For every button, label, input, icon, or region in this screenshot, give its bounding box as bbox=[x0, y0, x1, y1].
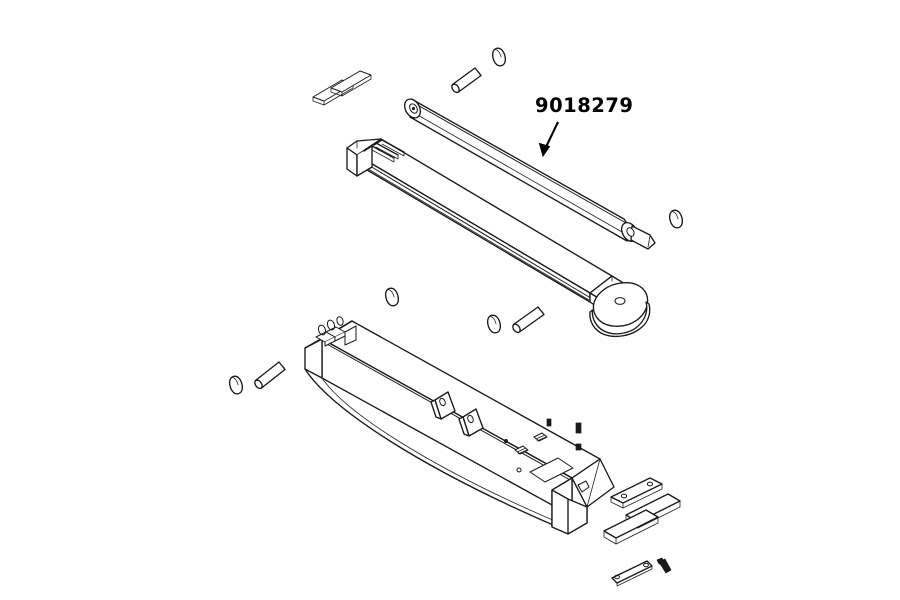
link-strap bbox=[611, 560, 653, 587]
wear-pad-drilled bbox=[610, 477, 663, 509]
mount-hole bbox=[504, 439, 508, 443]
wear-pad bbox=[603, 509, 659, 545]
snap-ring bbox=[668, 209, 684, 229]
gusset-bracket bbox=[458, 408, 484, 437]
mount-hole bbox=[516, 467, 522, 473]
dowel-pin bbox=[254, 361, 286, 390]
small-nut bbox=[575, 443, 582, 451]
small-bolt bbox=[656, 557, 672, 574]
lower-boom-beam bbox=[304, 316, 615, 535]
pivot-boss bbox=[589, 282, 651, 338]
snap-ring bbox=[384, 287, 400, 307]
dowel-pin bbox=[512, 306, 545, 334]
snap-ring bbox=[486, 314, 502, 334]
lower-assembly-group bbox=[228, 316, 681, 587]
rod-clevis-eye bbox=[620, 221, 656, 250]
gusset-bracket bbox=[430, 391, 456, 420]
part-number-label: 9018279 bbox=[535, 94, 633, 117]
face-bushing bbox=[533, 432, 548, 442]
upper-assembly-group bbox=[312, 47, 684, 338]
hydraulic-cylinder-rod bbox=[403, 98, 656, 250]
mount-plate bbox=[529, 457, 574, 483]
snap-ring bbox=[491, 47, 507, 67]
upper-boom-beam bbox=[346, 138, 651, 338]
face-bushing bbox=[514, 445, 529, 455]
fork-bracket bbox=[551, 458, 615, 535]
dowel-pin bbox=[451, 67, 482, 94]
thin-shim-plate-b bbox=[330, 70, 372, 97]
part-number-callout: 9018279 bbox=[535, 94, 633, 158]
snap-ring bbox=[228, 375, 244, 395]
end-bracket-tabs bbox=[315, 316, 357, 347]
small-bolt bbox=[575, 422, 582, 434]
small-bolt bbox=[546, 418, 552, 427]
